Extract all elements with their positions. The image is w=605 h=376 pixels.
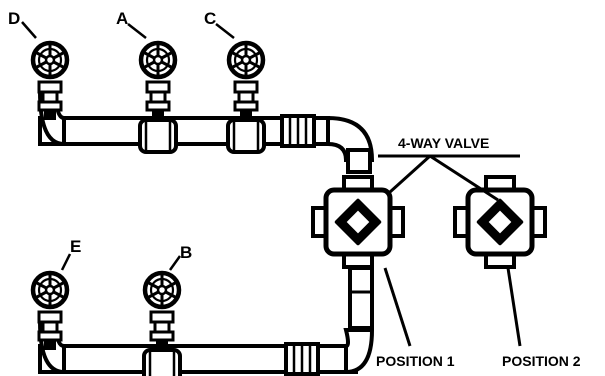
lower-header-pipe: [37, 266, 375, 376]
four-way-valve-position-2: [455, 177, 545, 267]
upper-header-pipe: [37, 90, 375, 174]
label-position-2: POSITION 2: [502, 353, 581, 369]
label-a: A: [116, 9, 128, 28]
label-four-way-valve: 4-WAY VALVE: [398, 135, 489, 151]
valve-b: [142, 273, 182, 376]
label-e: E: [70, 237, 81, 256]
valve-d: [33, 43, 67, 122]
label-b: B: [180, 243, 192, 262]
label-d: D: [8, 9, 20, 28]
label-position-1: POSITION 1: [376, 353, 455, 369]
label-c: C: [204, 9, 216, 28]
valve-a: [138, 43, 178, 154]
callout-leaders: [378, 154, 522, 347]
label-ticks: [21, 21, 235, 271]
valve-c: [226, 43, 266, 154]
valve-e: [33, 273, 67, 352]
